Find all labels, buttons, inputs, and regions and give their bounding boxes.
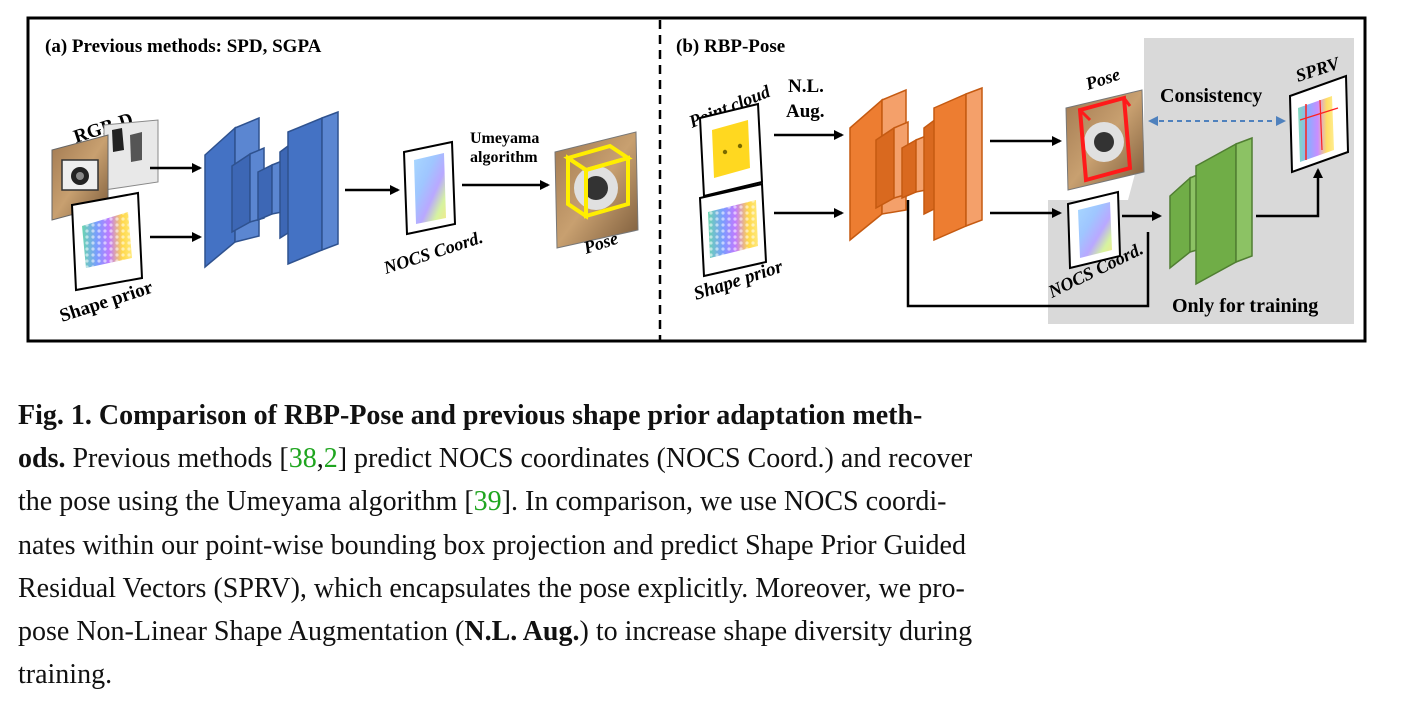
nl-aug-line2: Aug. [786, 101, 825, 122]
caption-title-end: ods. [18, 443, 66, 475]
caption-text: pose Non-Linear Shape Augmentation ( [18, 616, 465, 648]
caption-line-2: ods. Previous methods [38,2] predict NOC… [18, 437, 1376, 480]
nocs-label-a: NOCS Coord. [380, 227, 485, 278]
citation-39[interactable]: 39 [473, 486, 502, 518]
caption-line-4: nates within our point-wise bounding box… [18, 529, 966, 561]
caption-line-6: pose Non-Linear Shape Augmentation (N.L.… [18, 610, 1376, 653]
panel-b: (b) RBP-Pose Point cloud N.L. Aug. Shape… [676, 36, 1354, 324]
caption-nl-aug: N.L. Aug. [464, 616, 580, 648]
figure-diagram: (a) Previous methods: SPD, SGPA RGB-D Sh… [26, 16, 1367, 343]
caption-line-1: Fig. 1. Comparison of RBP-Pose and previ… [18, 394, 1376, 437]
panel-a: (a) Previous methods: SPD, SGPA RGB-D Sh… [45, 36, 639, 327]
green-network [1169, 136, 1253, 286]
nocs-image-b [1066, 190, 1122, 270]
citation-38[interactable]: 38 [288, 443, 317, 475]
pose-image-b [1065, 89, 1145, 191]
umeyama-line2: algorithm [470, 149, 538, 166]
caption-line-5: Residual Vectors (SPRV), which encapsula… [18, 572, 965, 604]
panel-b-title: (b) RBP-Pose [676, 36, 785, 57]
arrow-green-to-sprv [1256, 168, 1323, 218]
skip-connection [906, 200, 1150, 308]
shape-prior-image-a [70, 191, 144, 292]
citation-2[interactable]: 2 [323, 443, 338, 475]
training-label: Only for training [1172, 295, 1318, 317]
orange-network [849, 86, 983, 242]
pose-image-a [554, 131, 639, 249]
shape-prior-image-b [698, 182, 768, 278]
caption-line-7: training. [18, 659, 113, 691]
pose-label-b: Pose [1082, 64, 1122, 94]
sprv-image [1288, 74, 1350, 174]
rgbd-image [51, 119, 159, 221]
caption-text: the pose using the Umeyama algorithm [ [18, 486, 474, 518]
nocs-image-a [402, 140, 457, 236]
panel-a-title: (a) Previous methods: SPD, SGPA [45, 36, 322, 57]
caption-line-3: the pose using the Umeyama algorithm [39… [18, 480, 1376, 523]
blue-network [204, 110, 339, 269]
caption-text: ]. In comparison, we use NOCS coordi- [501, 486, 947, 518]
umeyama-line1: Umeyama [470, 130, 539, 147]
caption-title: Fig. 1. Comparison of RBP-Pose and previ… [18, 400, 923, 431]
point-cloud-image [698, 102, 764, 198]
figure-caption: Fig. 1. Comparison of RBP-Pose and previ… [18, 394, 1376, 696]
consistency-label: Consistency [1160, 85, 1262, 107]
nl-aug-line1: N.L. [788, 76, 824, 97]
caption-text: Previous methods [ [65, 443, 289, 475]
caption-text: , [316, 443, 324, 475]
figure-frame [26, 16, 1367, 343]
caption-text: ) to increase shape diversity during [579, 616, 973, 648]
caption-text: ] predict NOCS coordinates (NOCS Coord.)… [337, 443, 973, 475]
